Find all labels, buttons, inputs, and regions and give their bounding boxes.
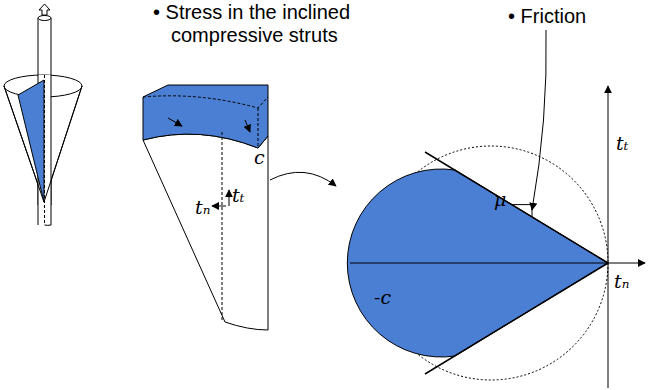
symbol-label: c <box>254 146 265 168</box>
heading-note: • Stress in the inclined compressive str… <box>153 1 383 47</box>
axis-label: tₜ <box>616 132 628 154</box>
heading-note: • Friction <box>508 5 586 28</box>
pointer-arrow <box>270 172 336 186</box>
cone-sketch <box>4 4 82 225</box>
strut-segment <box>143 85 268 330</box>
symbol-label: tₙ <box>195 196 210 218</box>
axis-label: tₙ <box>614 270 629 292</box>
failure-envelope <box>347 30 645 388</box>
symbol-label: tₜ <box>232 184 244 206</box>
symbol-label: μ <box>494 188 506 210</box>
symbol-label: -c <box>374 286 391 308</box>
